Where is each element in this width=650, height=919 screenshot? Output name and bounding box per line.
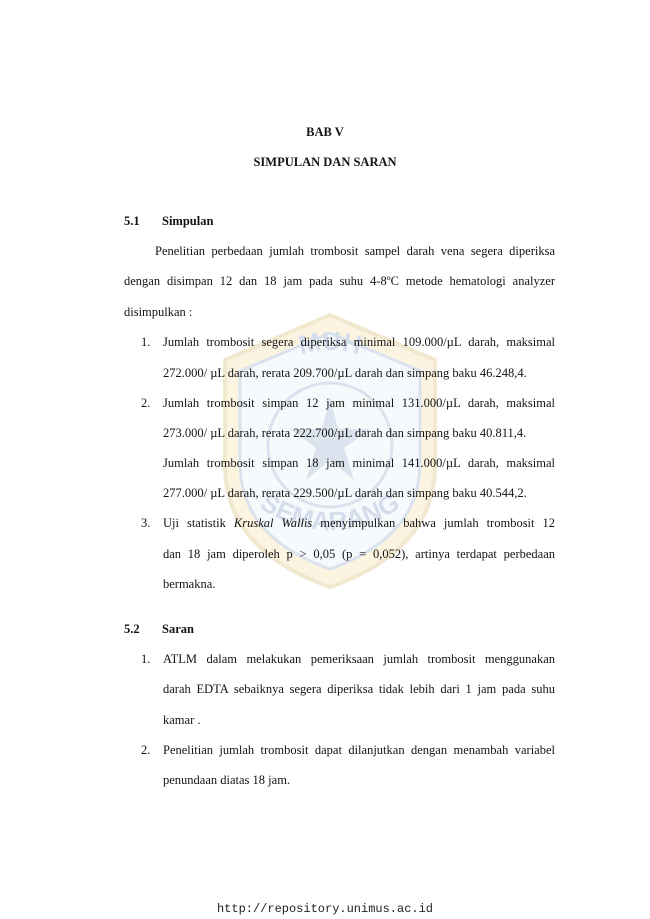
list-item-line: Uji statistik Kruskal Wallis menyimpulka… — [163, 516, 555, 531]
list-item-number: 1. — [141, 335, 151, 349]
list-item-line: ATLM dalam melakukan pemeriksaan jumlah … — [163, 652, 555, 666]
section-number: 5.2 — [124, 622, 140, 636]
paragraph-line: disimpulkan : — [124, 305, 193, 319]
section-heading-simpulan: 5.1 Simpulan — [124, 214, 213, 229]
list-item-line: Jumlah trombosit simpan 12 jam minimal 1… — [163, 396, 555, 410]
list-item-line: Jumlah trombosit simpan 18 jam minimal 1… — [163, 456, 555, 470]
list-item-line: penundaan diatas 18 jam. — [163, 773, 291, 787]
paragraph-line: Penelitian perbedaan jumlah trombosit sa… — [155, 244, 555, 258]
chapter-label: BAB V — [306, 125, 344, 139]
section-number: 5.1 — [124, 214, 140, 228]
section-heading-saran: 5.2 Saran — [124, 622, 194, 637]
chapter-title: SIMPULAN DAN SARAN — [253, 155, 397, 169]
list-item-number: 2. — [141, 743, 151, 757]
list-item-line: Penelitian jumlah trombosit dapat dilanj… — [163, 743, 555, 757]
list-item-line: 273.000/ µL darah, rerata 222.700/µL dar… — [163, 426, 527, 440]
university-seal-icon: MUH SEMARANG — [223, 312, 437, 590]
italic-term: Kruskal Wallis — [233, 516, 313, 530]
list-item-number: 2. — [141, 396, 151, 410]
text-run: Uji statistik — [163, 516, 234, 530]
repository-url[interactable]: http://repository.unimus.ac.id — [216, 902, 434, 916]
text-run: menyimpulkan bahwa jumlah trombosit 12 — [312, 516, 556, 530]
seal-text-top: MUH — [296, 326, 365, 360]
list-item-number: 1. — [141, 652, 151, 666]
list-item-line: kamar . — [163, 713, 201, 727]
list-item-line: 277.000/ µL darah, rerata 229.500/µL dar… — [163, 486, 527, 500]
list-item-line: 272.000/ µL darah, rerata 209.700/µL dar… — [163, 366, 527, 380]
list-item-line: darah EDTA sebaiknya segera diperiksa ti… — [163, 682, 555, 696]
list-item-line: Jumlah trombosit segera diperiksa minima… — [163, 335, 555, 349]
section-title: Saran — [162, 622, 194, 636]
section-title: Simpulan — [162, 214, 214, 228]
list-item-number: 3. — [141, 516, 151, 530]
paragraph-line: dengan disimpan 12 dan 18 jam pada suhu … — [124, 274, 555, 288]
list-item-line: dan 18 jam diperoleh p > 0,05 (p = 0,052… — [163, 547, 555, 561]
list-item-line: bermakna. — [163, 577, 216, 591]
